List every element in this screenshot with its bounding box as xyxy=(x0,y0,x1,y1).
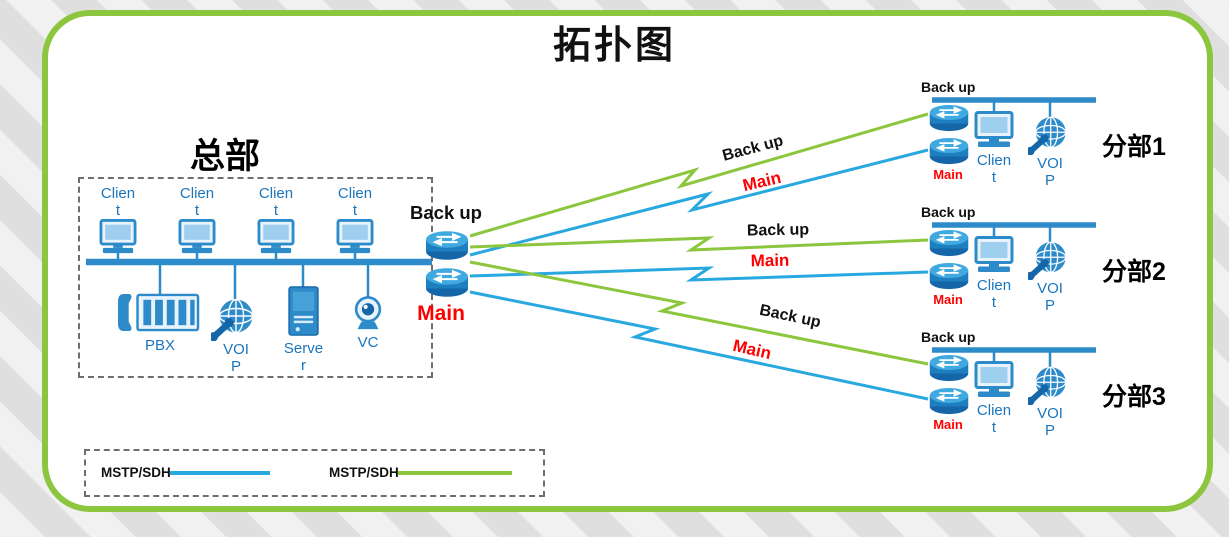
hq-client2-label: Client xyxy=(179,185,215,220)
server-label: Server xyxy=(283,340,324,375)
client-computer-icon xyxy=(972,361,1016,399)
legend-backup-line-swatch xyxy=(398,471,512,475)
branch3-name: 分部3 xyxy=(1102,383,1166,411)
server-icon xyxy=(287,285,320,337)
client-computer-icon xyxy=(96,219,140,255)
pbx-label: PBX xyxy=(144,337,175,354)
hq-backup-router-label: Back up xyxy=(410,202,482,223)
branch1-voip-label: VOIP xyxy=(1037,155,1063,190)
hq-main-router-icon xyxy=(423,265,471,300)
voip-globe-icon xyxy=(211,297,255,341)
voip-globe-icon xyxy=(1028,365,1068,405)
branch2-backup-router-label: Back up xyxy=(921,204,976,220)
hq-client4-label: Client xyxy=(337,185,373,220)
branch3-backup-router-icon xyxy=(927,352,971,384)
branch2-main-router-icon xyxy=(927,260,971,292)
client-computer-icon xyxy=(972,111,1016,149)
hq-client3-label: Client xyxy=(258,185,294,220)
hq-label: 总部 xyxy=(190,137,261,176)
branch3-main-router-icon xyxy=(927,385,971,417)
branch3-voip-label: VOIP xyxy=(1037,405,1063,440)
branch2-main-router-label: Main xyxy=(933,292,963,307)
branch2-client-label: Client xyxy=(976,277,1012,312)
voip-globe-icon xyxy=(1028,115,1068,155)
link2-backup-label: Back up xyxy=(746,221,810,240)
branch2-voip-label: VOIP xyxy=(1037,280,1063,315)
branch3-backup-router-label: Back up xyxy=(921,329,976,345)
branch3-main-router-label: Main xyxy=(933,417,963,432)
vc-label: VC xyxy=(357,334,379,351)
branch1-client-label: Client xyxy=(976,152,1012,187)
link2-main-label: Main xyxy=(750,250,790,271)
client-computer-icon xyxy=(175,219,219,255)
branch2-backup-router-icon xyxy=(927,227,971,259)
voip-globe-icon xyxy=(1028,240,1068,280)
branch1-main-router-label: Main xyxy=(933,167,963,182)
hq-main-router-label: Main xyxy=(417,302,465,325)
branch1-main-router-icon xyxy=(927,135,971,167)
hq-backup-router-icon xyxy=(423,228,471,263)
hq-client1-label: Client xyxy=(100,185,136,220)
client-computer-icon xyxy=(254,219,298,255)
client-computer-icon xyxy=(972,236,1016,274)
hq-voip-label: VOIP xyxy=(223,341,249,376)
client-computer-icon xyxy=(333,219,377,255)
legend-box xyxy=(84,449,545,497)
legend-item2-label: MSTP/SDH xyxy=(329,465,399,480)
branch2-name: 分部2 xyxy=(1102,258,1166,286)
page-title: 拓扑图 xyxy=(552,25,676,67)
legend-main-line-swatch xyxy=(170,471,270,475)
video-camera-icon xyxy=(348,296,388,332)
pbx-icon xyxy=(116,292,200,333)
branch3-client-label: Client xyxy=(976,402,1012,437)
branch1-backup-router-label: Back up xyxy=(921,79,976,95)
legend-item1-label: MSTP/SDH xyxy=(101,465,171,480)
branch1-backup-router-icon xyxy=(927,102,971,134)
branch1-name: 分部1 xyxy=(1102,133,1166,161)
